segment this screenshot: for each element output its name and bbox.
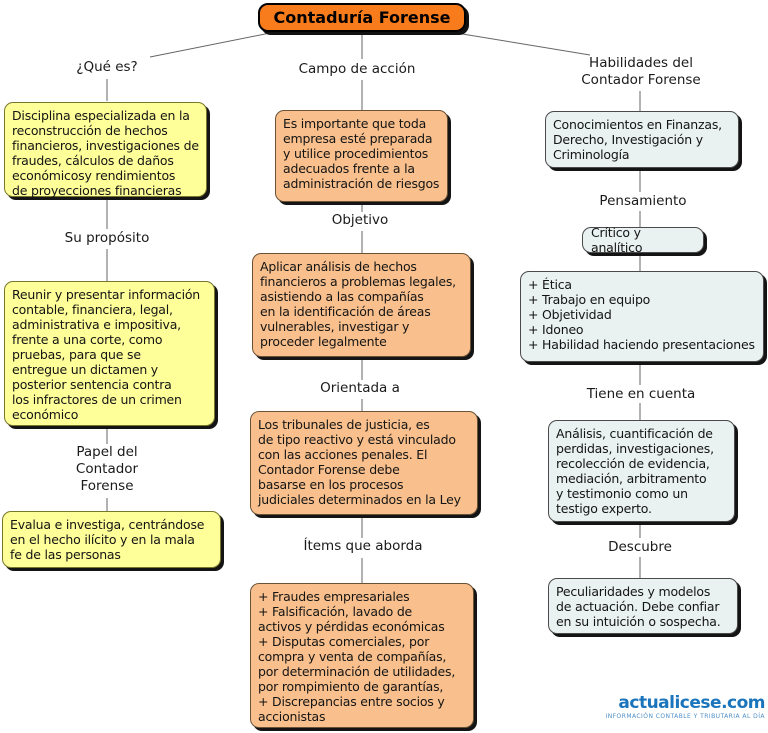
box-campo: Es importante que toda empresa esté prep… [275, 110, 448, 202]
label-objetivo: Objetivo [331, 212, 389, 228]
box-proposito: Reunir y presentar información contable,… [4, 281, 215, 426]
brand-block: actualicese.com INFORMACIÓN CONTABLE Y T… [545, 694, 765, 721]
label-pensamiento: Pensamiento [599, 193, 687, 209]
label-su-proposito: Su propósito [64, 230, 150, 246]
label-items-que-aborda: Ítems que aborda [303, 538, 423, 554]
label-descubre: Descubre [608, 539, 672, 555]
box-tiene-en-cuenta: Análisis, cuantificación de perdidas, in… [548, 420, 735, 522]
label-campo-de-accion: Campo de acción [298, 61, 416, 77]
brand-logo: actualicese.com [618, 693, 765, 713]
label-que-es: ¿Qué es? [76, 59, 138, 75]
label-orientada-a: Orientada a [320, 380, 400, 396]
box-conocimientos: Conocimientos en Finanzas, Derecho, Inve… [545, 111, 739, 168]
label-papel-contador: Papel del Contador Forense [75, 444, 139, 494]
map-title: Contaduría Forense [258, 3, 466, 32]
box-orientada: Los tribunales de justicia, es de tipo r… [250, 411, 478, 515]
box-cualidades: + Ética + Trabajo en equipo + Objetivida… [520, 271, 764, 362]
box-definicion: Disciplina especializada en la reconstru… [4, 102, 207, 198]
label-tiene-en-cuenta: Tiene en cuenta [586, 386, 696, 402]
box-critico-analitico: Crítico y analítico [582, 225, 704, 255]
box-papel: Evalua e investiga, centrándose en el he… [2, 511, 221, 568]
box-objetivo: Aplicar análisis de hechos financieros a… [252, 253, 471, 357]
brand-tagline: INFORMACIÓN CONTABLE Y TRIBUTARIA AL DÍA [605, 713, 765, 720]
box-items: + Fraudes empresariales + Falsificación,… [250, 583, 474, 728]
label-habilidades: Habilidades del Contador Forense [581, 55, 701, 88]
box-descubre: Peculiaridades y modelos de actuación. D… [548, 578, 738, 634]
